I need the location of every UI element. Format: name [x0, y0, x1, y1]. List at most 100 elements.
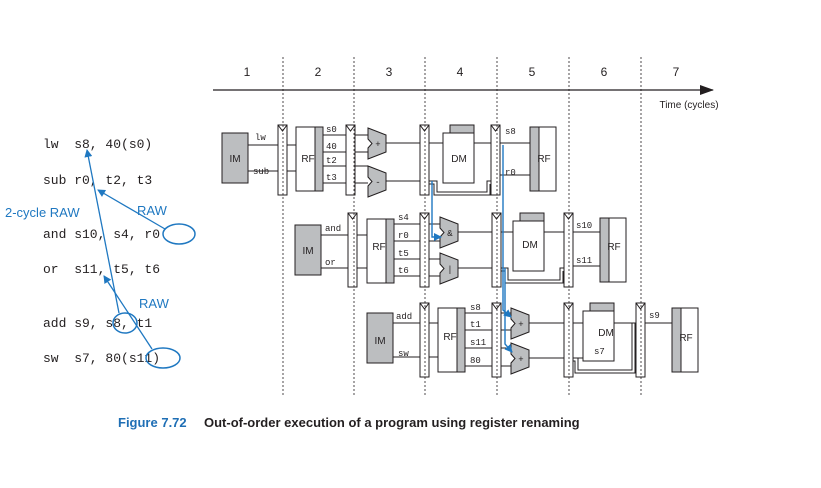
- rf-src-t3: t3: [326, 173, 337, 183]
- pipeline-register: [563, 302, 574, 378]
- time-axis-label: Time (cycles): [659, 100, 718, 111]
- rf-src-r0: r0: [398, 231, 409, 241]
- rf-src-t2: t2: [326, 156, 337, 166]
- pipeline-register: [419, 212, 430, 288]
- cycle-dividers: [282, 57, 642, 395]
- rf-src-80: 80: [470, 356, 481, 366]
- instr-lw: lw s8, 40(s0): [43, 137, 152, 152]
- raw-label-1: RAW: [137, 203, 168, 218]
- pipeline-register: [419, 302, 430, 378]
- raw-circle-s11: [145, 347, 181, 369]
- decode-label-and: and: [325, 224, 341, 234]
- subtract-alu: [367, 165, 387, 198]
- alu-op-add: +: [518, 355, 523, 365]
- caption-text: Out-of-order execution of a program usin…: [204, 415, 580, 430]
- rf-src-s4: s4: [398, 213, 409, 223]
- pipeline-register: [419, 124, 430, 196]
- cycle-label-6: 6: [601, 65, 608, 79]
- forwarding-paths: [431, 145, 513, 353]
- or-alu: [439, 252, 459, 285]
- raw-arrow-s8: [84, 149, 120, 314]
- dm-label: DM: [451, 154, 467, 165]
- instr-or: or s11, t5, t6: [43, 262, 160, 277]
- rf-wb-label: RF: [537, 154, 550, 165]
- raw-label-2: RAW: [139, 296, 170, 311]
- cycle-label-2: 2: [315, 65, 322, 79]
- raw-arrow-r0: [97, 189, 166, 230]
- pipeline-register: [277, 124, 288, 196]
- forward-r0-to-and: [431, 181, 442, 241]
- rf-label: RF: [301, 154, 314, 165]
- rf-src-t1: t1: [470, 320, 481, 330]
- alu-op-and: &: [447, 229, 453, 239]
- decode-label-sw: sw: [398, 349, 409, 359]
- rf-src-t5: t5: [398, 249, 409, 259]
- cycle-label-5: 5: [529, 65, 536, 79]
- im-label: IM: [229, 154, 240, 165]
- rf-src-40: 40: [326, 142, 337, 152]
- rf-src-s8: s8: [470, 303, 481, 313]
- forward-s8-to-add: [502, 145, 512, 318]
- alu-op-add: +: [518, 320, 523, 330]
- instruction-memory: [366, 312, 394, 364]
- pipeline-register: [491, 212, 502, 288]
- wb-dest-r0: r0: [505, 168, 516, 178]
- instruction-memory: [221, 132, 249, 184]
- rf-src-t6: t6: [398, 266, 409, 276]
- alu-op-add: +: [375, 140, 380, 150]
- pipeline-row-2: IM and or RF s4 r0 t5 t6 & |: [294, 212, 627, 288]
- address-alu: [510, 342, 530, 375]
- two-cycle-raw-label: 2-cycle RAW: [5, 205, 80, 220]
- raw-arrow-s11: [103, 275, 153, 350]
- rf-label: RF: [372, 242, 385, 253]
- decode-label-sub: sub: [253, 167, 269, 177]
- dm-label: DM: [522, 240, 538, 251]
- raw-circle-r0: [162, 223, 196, 245]
- im-label: IM: [302, 246, 313, 257]
- program-listing: lw s8, 40(s0) sub r0, t2, t3 and s10, s4…: [43, 137, 160, 366]
- pipeline-register: [345, 124, 356, 196]
- rf-wb-label: RF: [679, 333, 692, 344]
- wb-dest-s8: s8: [505, 127, 516, 137]
- rf-src-s0: s0: [326, 125, 337, 135]
- instr-sub: sub r0, t2, t3: [43, 173, 152, 188]
- alu-op-sub: -: [375, 178, 380, 188]
- instr-sw: sw s7, 80(s11): [43, 351, 160, 366]
- instr-and: and s10, s4, r0: [43, 227, 160, 242]
- instruction-memory: [294, 224, 322, 276]
- rf-label: RF: [443, 332, 456, 343]
- forward-s11-to-sw: [504, 268, 513, 353]
- pipeline-register: [635, 302, 646, 378]
- rf-src-s11: s11: [470, 338, 486, 348]
- raw-circle-s8: [112, 312, 138, 334]
- time-axis: 1 2 3 4 5 6 7 Time (cycles): [213, 65, 719, 111]
- decode-label-add: add: [396, 312, 412, 322]
- hazard-annotations: 2-cycle RAW RAW RAW: [5, 149, 196, 369]
- pipeline-row-1: IM lw sub RF s0 40 t2 t3 + -: [221, 124, 557, 198]
- decode-label-lw: lw: [255, 133, 266, 143]
- cycle-label-7: 7: [673, 65, 680, 79]
- pipeline-register: [491, 302, 502, 378]
- instr-add: add s9, s8, t1: [43, 316, 152, 331]
- cycle-label-1: 1: [244, 65, 251, 79]
- add-alu: [510, 307, 530, 340]
- and-alu: [439, 216, 459, 249]
- caption-figure-number: Figure 7.72: [118, 415, 187, 430]
- wb-dest-s9: s9: [649, 311, 660, 321]
- cycle-label-4: 4: [457, 65, 464, 79]
- pipeline-register: [347, 212, 358, 288]
- figure-caption: Figure 7.72 Out-of-order execution of a …: [118, 415, 580, 430]
- dm-store-src-s7: s7: [594, 347, 605, 357]
- adder-alu: [367, 127, 387, 160]
- wb-dest-s10: s10: [576, 221, 592, 231]
- alu-op-or: |: [447, 265, 452, 275]
- decode-label-or: or: [325, 258, 336, 268]
- cycle-label-3: 3: [386, 65, 393, 79]
- wb-dest-s11: s11: [576, 256, 592, 266]
- im-label: IM: [374, 336, 385, 347]
- rf-wb-label: RF: [607, 242, 620, 253]
- pipeline-register: [490, 124, 501, 196]
- dm-label: DM: [598, 328, 614, 339]
- pipeline-row-3: IM add sw RF s8 t1 s11 80 + +: [366, 302, 699, 378]
